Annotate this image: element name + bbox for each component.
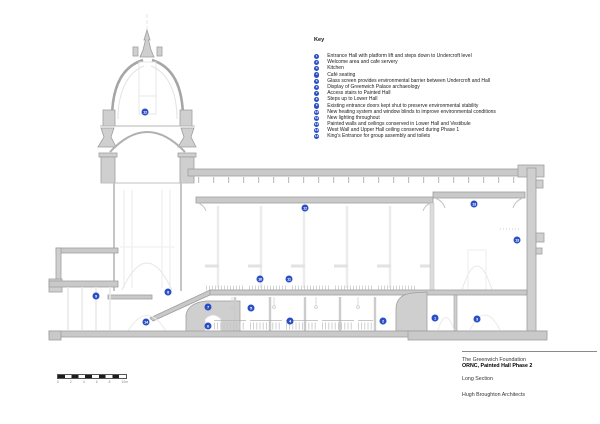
project-title: ORNC, Painted Hall Phase 2 [462,363,533,369]
key-item-number-badge: 11 [314,115,320,121]
key-item-number-badge: 7 [314,90,320,97]
architect-name: Hugh Broughton Architects [462,392,526,398]
scale-label: 8 [108,379,111,384]
key-item-number-badge: 1 [314,53,320,59]
key-item: 12 Painted walls and ceilings conserved i… [314,121,596,128]
key-item: 14 King's Entrance for group assembly and… [314,133,596,140]
key-item-label: King's Entrance for group assembly and t… [327,133,431,140]
key-item-label: Existing entrance doors kept shut to pre… [327,102,479,109]
scale-bar-graphic [57,374,127,380]
key-item-number-badge: 2 [314,60,320,66]
key-item-label: Café seating [327,71,356,78]
scale-label: 0 [57,379,59,384]
key-item-label: Welcome area and cafe servery [327,59,398,66]
key-item-number-badge: 13 [314,128,320,134]
key-item-label: Access stairs to Painted Hall [327,90,391,97]
floors-and-stairs [107,289,528,334]
key-item: 5 Glass screen provides environmental bar… [314,77,596,84]
key-item: 10 New heating system and window blinds t… [314,108,596,115]
key-item: 11 New lighting throughout [314,116,596,121]
scale-label: 6 [95,379,98,384]
key-item-label: New heating system and window blinds to … [327,108,496,115]
key-item: 6 Display of Greenwich Palace archaeology [314,85,596,90]
scale-label: 10m [121,379,128,384]
key-item-number-badge: 12 [314,121,320,128]
client-name: The Greenwich Foundation [462,357,526,363]
drawing-title: Long Section [462,376,493,382]
key-item-label: Painted walls and ceilings conserved in … [327,121,471,128]
key-title: Key [314,37,325,43]
key-item: 13 West Wall and Upper Hall ceiling conse… [314,127,596,134]
key-item-number-badge: 3 [314,66,320,72]
key-item: 2 Welcome area and cafe servery [314,59,596,66]
key-item-number-badge: 6 [314,84,320,90]
key-item: 4 Café seating [314,71,596,78]
key-item: 1 Entrance Hall with platform lift and st… [314,54,596,59]
title-block: The Greenwich Foundation ORNC, Painted H… [462,351,597,398]
key-item-label: West Wall and Upper Hall ceiling conserv… [327,127,460,134]
key-list: 1 Entrance Hall with platform lift and st… [314,54,596,140]
key-item-label: Kitchen [327,65,344,72]
key-item-label: New lighting throughout [327,114,380,121]
undercroft [127,294,501,332]
key-item: 3 Kitchen [314,65,596,72]
key-item-label: Entrance Hall with platform lift and ste… [327,53,472,59]
key-item-number-badge: 8 [314,97,320,103]
ground [48,330,548,341]
key-item: 7 Access stairs to Painted Hall [314,90,596,97]
west-colonnade [48,247,119,330]
scale-label: 2 [69,379,72,384]
key-item-number-badge: 10 [314,109,320,115]
key-item-number-badge: 5 [314,78,320,84]
key-item-number-badge: 4 [314,72,320,78]
key-item: 8 Steps up to Lower Hall [314,96,596,103]
scale-labels: 0 2 4 6 8 10m [57,379,128,384]
key-item-number-badge: 14 [314,134,320,140]
main-hall [187,164,545,334]
key-panel: Key 1 Entrance Hall with platform lift an… [314,37,596,141]
key-item-label: Glass screen provides environmental barr… [327,77,491,84]
key-item-number-badge: 9 [314,103,320,109]
key-item: 9 Existing entrance doors kept shut to pr… [314,102,596,109]
key-item-label: Display of Greenwich Palace archaeology [327,83,420,90]
scale-bar: 0 2 4 6 8 10m [57,374,129,384]
dome-tower [97,28,197,291]
scale-label: 4 [82,379,85,384]
key-item-label: Steps up to Lower Hall [327,96,378,103]
